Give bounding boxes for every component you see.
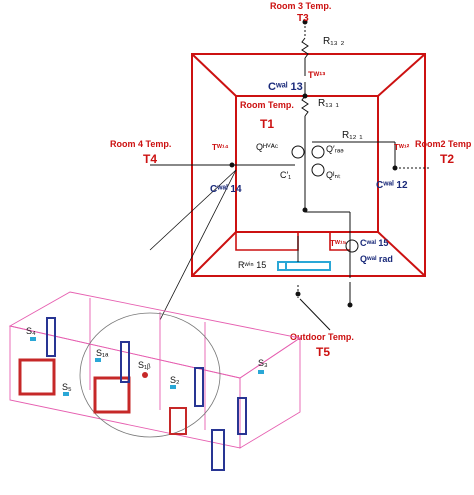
- tw15-label: Tᵂ¹⁵: [330, 239, 347, 248]
- qhvac-label: Qᴴⱽᴬᶜ: [256, 142, 278, 152]
- s1a-label: S₁ₐ: [96, 348, 109, 358]
- r131-label: R₁₃ ₁: [318, 98, 339, 109]
- t2-label: T2: [440, 152, 454, 166]
- s1b-label: S₁ᵦ: [138, 360, 151, 370]
- room3-label: Room 3 Temp.: [270, 1, 331, 11]
- cw15-label: Cʷᵃˡ 15: [360, 238, 388, 248]
- s3-label: S₃: [258, 358, 268, 368]
- s5-label: S₅: [62, 382, 72, 392]
- tw13-label: Tᵂ¹³: [308, 70, 325, 80]
- s4-label: S₄: [26, 326, 36, 336]
- t1-label: T1: [260, 117, 274, 131]
- t3-label: T3: [297, 13, 309, 24]
- heat-sources: [291, 145, 359, 253]
- r132-label: R₁₃ ₂: [323, 36, 344, 47]
- room2-label: Room2 Temp: [415, 139, 472, 149]
- s2-label: S₂: [170, 375, 180, 385]
- room1-label: Room Temp.: [240, 100, 294, 110]
- c1-label: C′₁: [280, 170, 291, 180]
- window-bar: [277, 261, 331, 271]
- r121-label: R₁₂ ₁: [342, 130, 363, 141]
- sensor-markers: [30, 337, 264, 396]
- t4-label: T4: [143, 152, 157, 166]
- room4-label: Room 4 Temp.: [110, 139, 171, 149]
- network-wires: [149, 22, 430, 331]
- tw12-label: Tᵂ¹²: [394, 143, 410, 152]
- qint-label: Qᴵₙₜ: [326, 170, 341, 180]
- building-sketch: [8, 291, 302, 449]
- t5-label: T5: [316, 345, 330, 359]
- building-windows: [18, 317, 247, 471]
- cw14-label: Cʷᵃˡ 14: [210, 184, 242, 195]
- rwin-label: Rʷⁱⁿ 15: [238, 260, 266, 270]
- cw12-label: Cʷᵃˡ 12: [376, 180, 408, 191]
- cw13-label: Cʷᵃˡ 13: [268, 81, 303, 93]
- qrad-label: Q′ᵣₐₔ: [326, 144, 344, 154]
- tw14-label: Tᵂ¹⁴: [212, 143, 229, 152]
- nodes: [229, 19, 398, 308]
- qwalrad-label: Qʷᵃˡ rad: [360, 254, 393, 264]
- outdoor-label: Outdoor Temp.: [290, 332, 354, 342]
